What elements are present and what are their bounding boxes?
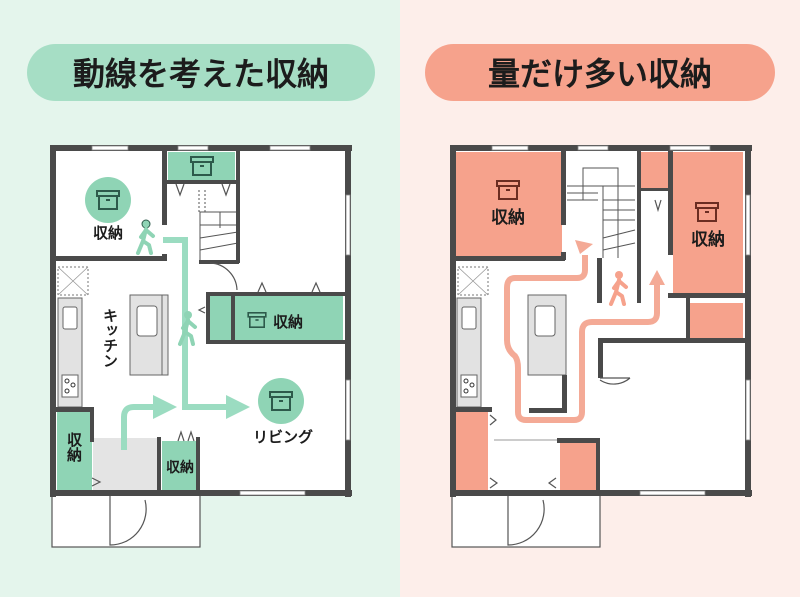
left-title: 動線を考えた収納 [73,55,329,93]
label-storage-right: 収納 [691,229,725,250]
storage-right [673,152,743,297]
storage-bottom-mid [560,443,597,490]
left-title-pill: 動線を考えた収納 [27,44,375,101]
storage-small-right [690,303,743,338]
storage-small-top [640,152,668,190]
flow-arrow-winding [504,255,660,423]
stairs [567,167,636,258]
right-floor-plan: 収納 収納 [450,145,752,548]
label-living: リビング [253,428,313,446]
label-storage-top-left: 収納 [491,207,525,228]
entry-door [109,495,147,546]
left-floor-plan: 収納 収納 収納 収納 キッチン リビング [50,145,352,548]
entry-door [507,495,545,546]
storage-hall [208,296,343,342]
storage-bottom-left [57,412,92,490]
storage-bottom-mid [162,441,198,490]
fridge-space [57,266,89,296]
arrow-head [575,240,593,254]
arrow-head [649,270,665,285]
right-title: 量だけ多い収納 [488,55,712,93]
fridge-space [457,266,489,296]
right-title-pill: 量だけ多い収納 [425,44,775,101]
label-storage-top-left: 収納 [93,224,123,242]
label-storage-bottom-left: 収納 [65,431,83,463]
label-storage-hall: 収納 [273,313,303,331]
label-kitchen: キッチン [101,308,119,368]
stove [460,374,478,398]
storage-top-left [455,152,562,258]
stove [61,374,79,398]
storage-bottom-left [455,412,488,490]
flow-arrow-entry [121,395,177,450]
label-storage-bottom-mid: 収納 [166,459,194,476]
